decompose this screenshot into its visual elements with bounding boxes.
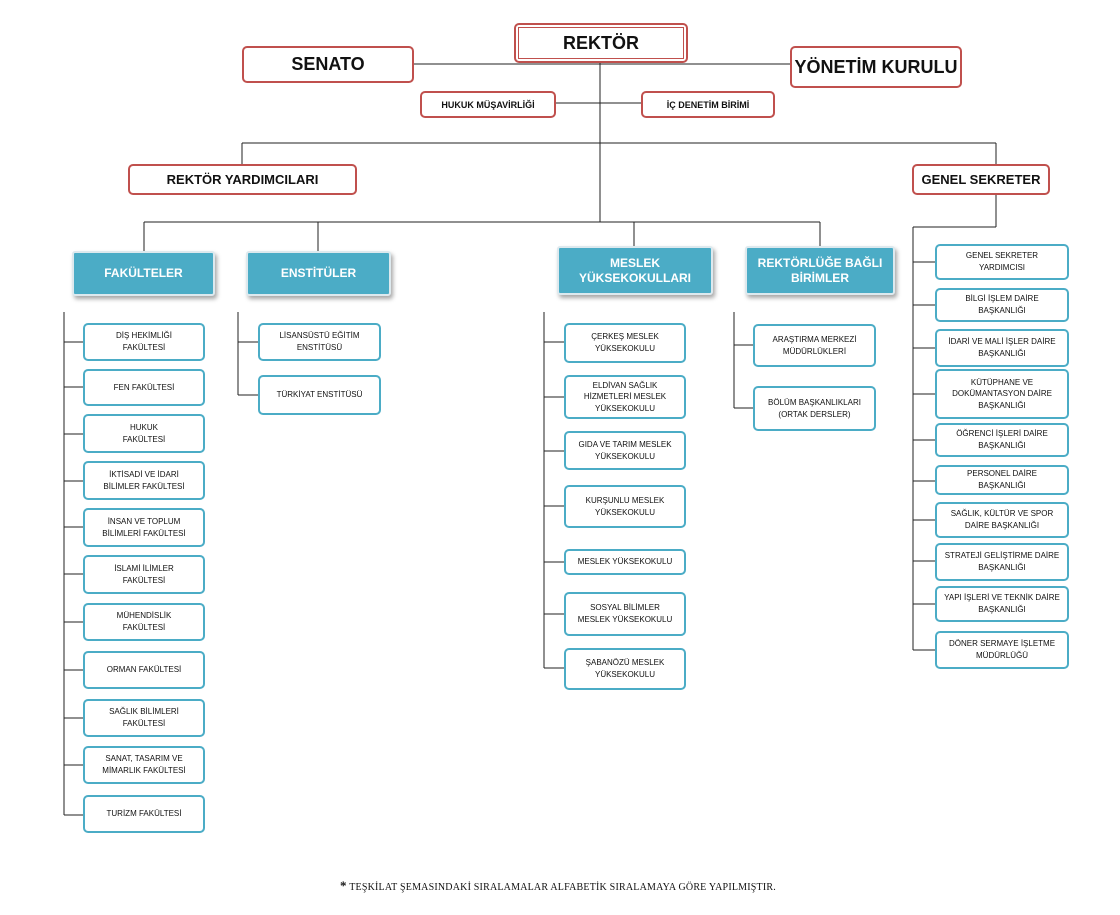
enstitu-box: LİSANSÜSTÜ EĞİTİM ENSTİTÜSÜ — [258, 323, 381, 361]
meslek-yuksekokulu-box: MESLEK YÜKSEKOKULU — [564, 549, 686, 575]
meslek-yuksekokulu-box: GIDA VE TARIM MESLEK YÜKSEKOKULU — [564, 431, 686, 470]
fakulteler-box: FAKÜLTELER — [72, 251, 215, 296]
senato-box: SENATO — [242, 46, 414, 83]
genel-sekreter-birim-box: PERSONEL DAİRE BAŞKANLIĞI — [935, 465, 1069, 495]
fakulte-box: İKTİSADİ VE İDARİ BİLİMLER FAKÜLTESİ — [83, 461, 205, 500]
footnote: * TEŞKİLAT ŞEMASINDAKİ SIRALAMALAR ALFAB… — [340, 878, 776, 894]
rektorluge-bagli-birim-box: ARAŞTIRMA MERKEZİ MÜDÜRLÜKLERİ — [753, 324, 876, 367]
meslek-yuksekokulu-box: ELDİVAN SAĞLIK HİZMETLERİ MESLEK YÜKSEKO… — [564, 375, 686, 419]
genel-sekreter-birim-box: STRATEJİ GELİŞTİRME DAİRE BAŞKANLIĞI — [935, 543, 1069, 581]
fakulte-box: İSLAMİ İLİMLER FAKÜLTESİ — [83, 555, 205, 594]
fakulte-box: DİŞ HEKİMLİĞİ FAKÜLTESİ — [83, 323, 205, 361]
rektor-yardimcilari-box: REKTÖR YARDIMCILARI — [128, 164, 357, 195]
genel-sekreter-birim-box: ÖĞRENCİ İŞLERİ DAİRE BAŞKANLIĞI — [935, 423, 1069, 457]
genel-sekreter-birim-box: BİLGİ İŞLEM DAİRE BAŞKANLIĞI — [935, 288, 1069, 322]
fakulte-box: ORMAN FAKÜLTESİ — [83, 651, 205, 689]
footnote-star: * — [340, 878, 347, 893]
fakulte-box: HUKUK FAKÜLTESİ — [83, 414, 205, 453]
genel-sekreter-birim-box: SAĞLIK, KÜLTÜR VE SPOR DAİRE BAŞKANLIĞI — [935, 502, 1069, 538]
ic-denetim-birimi-box: İÇ DENETİM BİRİMİ — [641, 91, 775, 118]
fakulte-box: SANAT, TASARIM VE MİMARLIK FAKÜLTESİ — [83, 746, 205, 784]
meslek-yuksekokullari-box: MESLEK YÜKSEKOKULLARI — [557, 246, 713, 295]
genel-sekreter-birim-box: İDARİ VE MALİ İŞLER DAİRE BAŞKANLIĞI — [935, 329, 1069, 367]
rektorluge-bagli-birim-box: BÖLÜM BAŞKANLIKLARI (ORTAK DERSLER) — [753, 386, 876, 431]
rektor-label: REKTÖR — [518, 27, 684, 59]
fakulte-box: MÜHENDİSLİK FAKÜLTESİ — [83, 603, 205, 641]
enstitu-box: TÜRKİYAT ENSTİTÜSÜ — [258, 375, 381, 415]
genel-sekreter-birim-box: KÜTÜPHANE VE DOKÜMANTASYON DAİRE BAŞKANL… — [935, 369, 1069, 419]
hukuk-musavirligi-box: HUKUK MÜŞAVİRLİĞİ — [420, 91, 556, 118]
genel-sekreter-birim-box: DÖNER SERMAYE İŞLETME MÜDÜRLÜĞÜ — [935, 631, 1069, 669]
meslek-yuksekokulu-box: KURŞUNLU MESLEK YÜKSEKOKULU — [564, 485, 686, 528]
fakulte-box: FEN FAKÜLTESİ — [83, 369, 205, 406]
yonetim-kurulu-box: YÖNETİM KURULU — [790, 46, 962, 88]
meslek-yuksekokulu-box: ÇERKEŞ MESLEK YÜKSEKOKULU — [564, 323, 686, 363]
fakulte-box: SAĞLIK BİLİMLERİ FAKÜLTESİ — [83, 699, 205, 737]
enstituler-box: ENSTİTÜLER — [246, 251, 391, 296]
meslek-yuksekokulu-box: ŞABANÖZÜ MESLEK YÜKSEKOKULU — [564, 648, 686, 690]
fakulte-box: İNSAN VE TOPLUM BİLİMLERİ FAKÜLTESİ — [83, 508, 205, 547]
meslek-yuksekokulu-box: SOSYAL BİLİMLER MESLEK YÜKSEKOKULU — [564, 592, 686, 636]
rektorluge-bagli-birimler-box: REKTÖRLÜĞE BAĞLI BİRİMLER — [745, 246, 895, 295]
fakulte-box: TURİZM FAKÜLTESİ — [83, 795, 205, 833]
genel-sekreter-birim-box: YAPI İŞLERİ VE TEKNİK DAİRE BAŞKANLIĞI — [935, 586, 1069, 622]
genel-sekreter-birim-box: GENEL SEKRETER YARDIMCISI — [935, 244, 1069, 280]
rektor-box: REKTÖR — [514, 23, 688, 63]
footnote-text: TEŞKİLAT ŞEMASINDAKİ SIRALAMALAR ALFABET… — [346, 882, 776, 893]
genel-sekreter-box: GENEL SEKRETER — [912, 164, 1050, 195]
